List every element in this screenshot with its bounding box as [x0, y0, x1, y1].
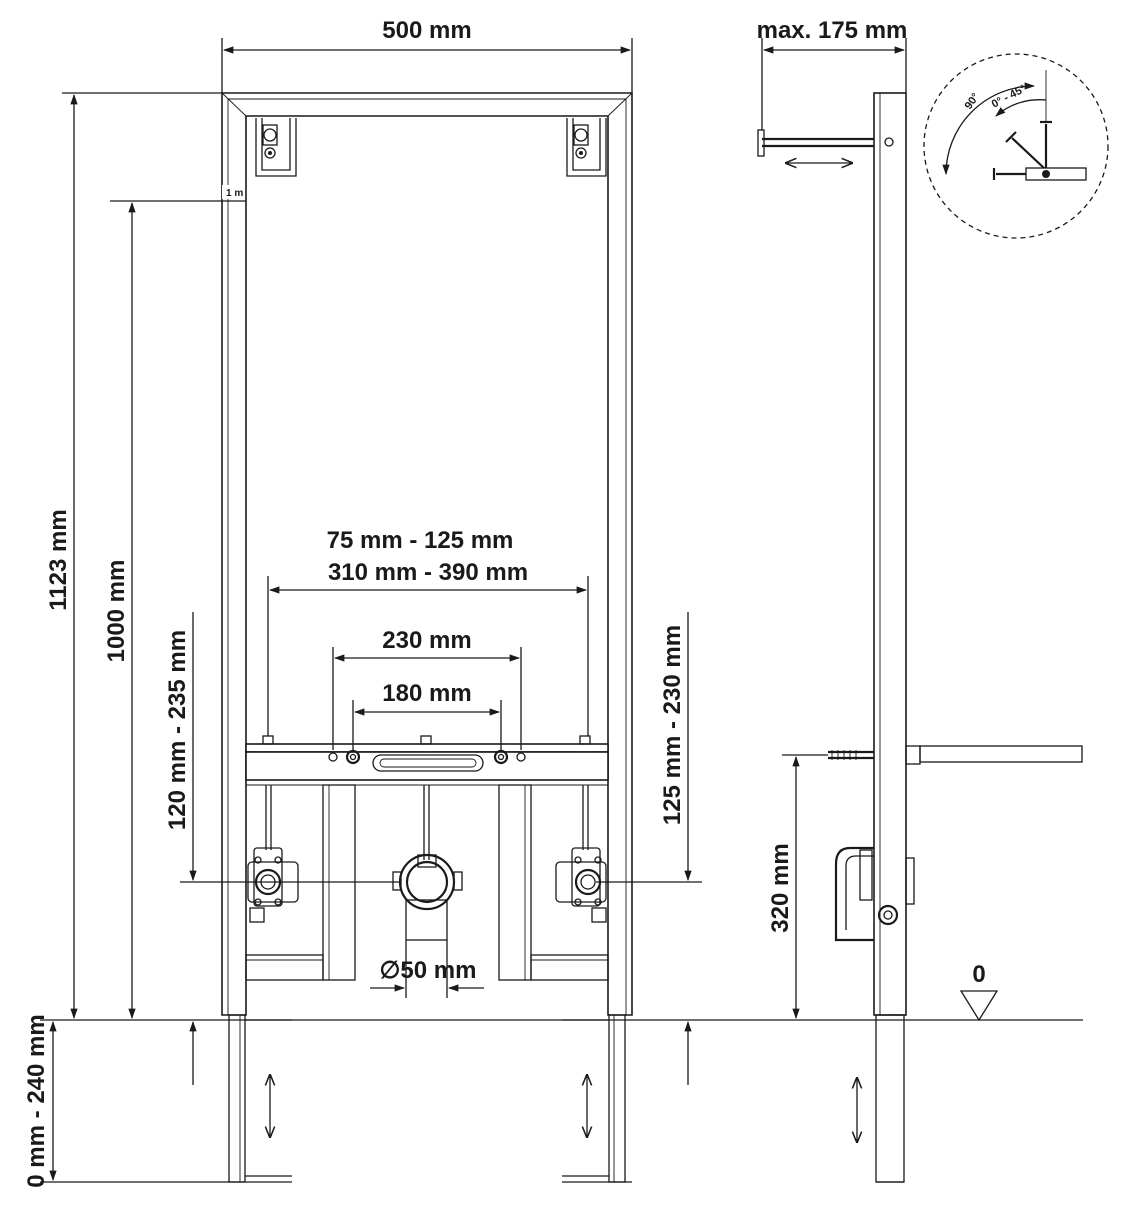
dim-leg-adjust: 0 mm - 240 mm	[23, 1014, 222, 1188]
floor-level-label: 0	[972, 961, 985, 988]
dim-230: 230 mm	[332, 627, 522, 750]
dim-fixing-spacing: 75 mm - 125 mm 310 mm - 390 mm	[267, 527, 589, 736]
fixing-height-label: 1000 mm	[103, 560, 130, 663]
waste-diameter-label: ∅50 mm	[380, 957, 477, 984]
dim-500: 500 mm	[221, 17, 633, 93]
total-height-label: 1123 mm	[45, 509, 72, 610]
top-right-bracket	[566, 118, 607, 177]
side-view	[757, 92, 1083, 1183]
right-height-label: 125 mm - 230 mm	[659, 625, 686, 825]
leg-adjust-label: 0 mm - 240 mm	[23, 1014, 50, 1187]
top-mark-label: 1 m	[226, 188, 243, 199]
right-supply-valve	[555, 847, 607, 923]
dim-max-175: max. 175 mm	[757, 17, 908, 130]
left-height-label: 120 mm - 235 mm	[164, 630, 191, 830]
fixing-spacing-b-label: 310 mm - 390 mm	[328, 559, 528, 586]
angle-detail: 90° 0° - 45°	[923, 53, 1109, 239]
supply-230-label: 230 mm	[382, 627, 471, 654]
floor-level-marker: 0	[959, 961, 999, 1022]
left-supply-valve	[247, 847, 299, 923]
side-height-label: 320 mm	[767, 843, 794, 932]
dim-1123: 1123 mm	[45, 92, 222, 1020]
dim-waste: ∅50 mm	[370, 940, 484, 998]
front-legs	[222, 1014, 632, 1183]
front-frame: 1 m	[110, 92, 633, 1183]
dim-180: 180 mm	[352, 680, 502, 750]
width-label: 500 mm	[382, 17, 471, 44]
dim-right-height: 125 mm - 230 mm	[596, 612, 702, 1085]
max-depth-label: max. 175 mm	[757, 17, 908, 44]
crossbar	[245, 735, 609, 786]
dim-320: 320 mm	[767, 754, 828, 1020]
fixing-spacing-a-label: 75 mm - 125 mm	[327, 527, 514, 554]
dim-left-height: 120 mm - 235 mm	[164, 612, 400, 1085]
dim-1000: 1000 mm	[103, 201, 136, 1020]
top-left-bracket	[255, 118, 297, 177]
waste-pipe	[392, 853, 463, 941]
threaded-rods	[265, 785, 589, 860]
supply-180-label: 180 mm	[382, 680, 471, 707]
angle-90-label: 90°	[963, 91, 982, 112]
